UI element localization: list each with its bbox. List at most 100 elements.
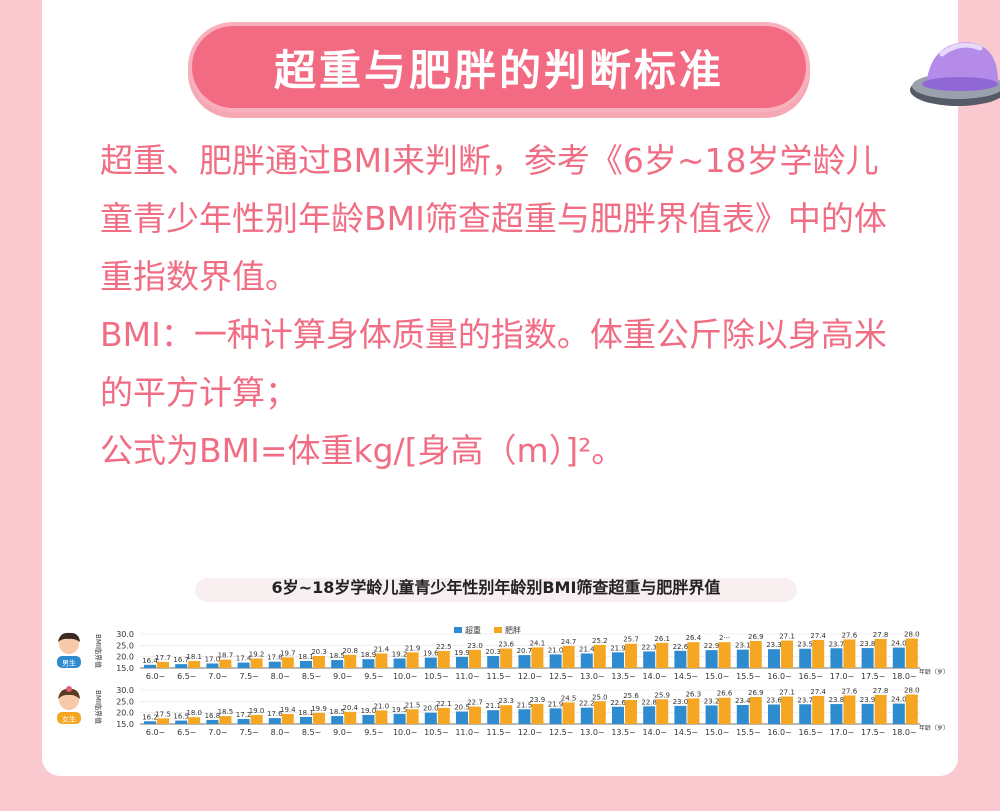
bar-obese: [562, 702, 575, 724]
x-tick-label: 12.5~: [549, 728, 574, 737]
x-tick-label: 6.0~: [146, 728, 165, 737]
data-label-obese: 23.6: [498, 641, 514, 649]
data-label-overweight: 17.4: [236, 655, 252, 663]
data-label-overweight: 21.5: [517, 701, 533, 709]
x-tick-label: 7.5~: [239, 728, 258, 737]
bar-obese: [313, 712, 325, 724]
bar-obese: [406, 709, 419, 724]
data-label-overweight: 23.9: [860, 696, 876, 704]
bar-overweight: [861, 703, 874, 724]
data-label-obese: 20.4: [342, 704, 358, 712]
bar-obese: [188, 660, 201, 668]
data-label-obese: 18.1: [186, 653, 202, 661]
bar-overweight: [268, 661, 281, 668]
bar-obese: [812, 639, 825, 668]
legend-overweight-label: 超重: [465, 625, 481, 635]
x-tick-label: 18.0~: [892, 672, 917, 681]
bar-obese: [718, 697, 731, 724]
data-label-obese: 26.1: [654, 635, 670, 643]
data-label-obese: 19.9: [311, 705, 327, 713]
x-tick-label: 7.0~: [208, 728, 227, 737]
data-label-overweight: 17.0: [205, 655, 221, 663]
data-label-obese: 25.7: [623, 636, 639, 644]
page-title: 超重与肥胖的判断标准: [188, 22, 810, 112]
ufo-icon: [910, 42, 1000, 106]
data-label-obese: 25.6: [623, 692, 639, 700]
content-card: [42, 0, 958, 776]
data-label-overweight: 22.6: [610, 699, 626, 707]
bar-overweight: [175, 664, 188, 668]
bar-overweight: [487, 710, 500, 724]
x-tick-label: 9.0~: [333, 728, 352, 737]
bar-obese: [656, 642, 669, 668]
data-label-overweight: 23.7: [797, 696, 813, 704]
x-tick-label: 13.5~: [611, 672, 636, 681]
bar-overweight: [768, 704, 780, 724]
bar-overweight: [830, 704, 843, 724]
bar-obese: [437, 651, 450, 668]
data-label-obese: 22.7: [467, 699, 483, 707]
x-tick-label: 16.5~: [799, 728, 824, 737]
x-tick-label: 8.5~: [302, 672, 321, 681]
data-label-overweight: 17.8: [267, 654, 283, 662]
bar-overweight: [518, 655, 531, 668]
bar-overweight: [268, 718, 281, 724]
x-tick-label: 11.0~: [455, 728, 480, 737]
data-label-overweight: 18.9: [361, 651, 377, 659]
bar-overweight: [892, 703, 905, 724]
data-label-overweight: 23.6: [766, 697, 782, 705]
bar-overweight: [331, 660, 344, 668]
bar-obese: [157, 718, 169, 724]
data-label-obese: 24.5: [561, 694, 577, 702]
bar-obese: [718, 642, 731, 668]
bar-overweight: [362, 714, 375, 724]
bar-obese: [687, 698, 700, 724]
data-label-obese: 25.0: [592, 693, 608, 701]
data-label-overweight: 21.0: [548, 646, 564, 654]
bar-overweight: [393, 658, 406, 668]
bar-obese: [219, 659, 232, 668]
chart-title-banner: 6岁~18岁学龄儿童青少年性别年龄别BMI筛查超重与肥胖界值: [195, 568, 797, 604]
bar-overweight: [175, 720, 188, 724]
y-tick-label: 30.0: [116, 686, 134, 695]
data-label-obese: 21.9: [405, 644, 421, 652]
data-label-overweight: 22.9: [704, 642, 720, 650]
bar-overweight: [861, 648, 874, 668]
data-label-obese: 24.7: [561, 638, 577, 646]
bar-obese: [531, 703, 544, 724]
data-label-obese: 22.5: [436, 643, 452, 651]
bar-obese: [749, 641, 762, 668]
bar-overweight: [674, 650, 687, 668]
x-tick-label: 11.0~: [455, 672, 480, 681]
data-label-overweight: 22.6: [673, 643, 689, 651]
bar-overweight: [705, 705, 718, 724]
data-label-overweight: 23.8: [860, 640, 876, 648]
bar-obese: [250, 714, 263, 724]
bar-obese: [219, 716, 232, 724]
x-tick-label: 15.0~: [705, 672, 730, 681]
bar-obese: [843, 695, 856, 724]
body-text: 超重、肥胖通过BMI来判断，参考《6岁~18岁学龄儿童青少年性别年龄BMI筛查超…: [100, 132, 910, 480]
data-label-overweight: 20.7: [517, 647, 533, 655]
bar-obese: [313, 655, 325, 668]
legend-obese-swatch: [494, 627, 502, 633]
data-label-overweight: 20.5: [454, 704, 470, 712]
x-tick-label: 7.5~: [239, 672, 258, 681]
data-label-overweight: 21.9: [548, 700, 564, 708]
bar-overweight: [705, 650, 718, 668]
data-label-obese: 28.0: [904, 687, 920, 695]
bar-overweight: [300, 660, 312, 668]
girl-avatar-icon: 女生: [57, 686, 81, 724]
data-label-obese: 21.4: [374, 645, 390, 653]
data-label-overweight: 23.4: [735, 697, 751, 705]
bar-obese: [874, 638, 887, 668]
chart-title: 6岁~18岁学龄儿童青少年性别年龄别BMI筛查超重与肥胖界值: [271, 578, 721, 597]
data-label-obese: 19.0: [249, 707, 265, 715]
bar-overweight: [206, 663, 219, 668]
y-tick-label: 15.0: [116, 664, 134, 673]
x-tick-label: 14.0~: [643, 728, 668, 737]
bar-obese: [188, 717, 201, 724]
data-label-obese: 27.6: [842, 631, 858, 639]
data-label-obese: 18.5: [218, 708, 234, 716]
x-tick-label: 17.5~: [861, 672, 886, 681]
